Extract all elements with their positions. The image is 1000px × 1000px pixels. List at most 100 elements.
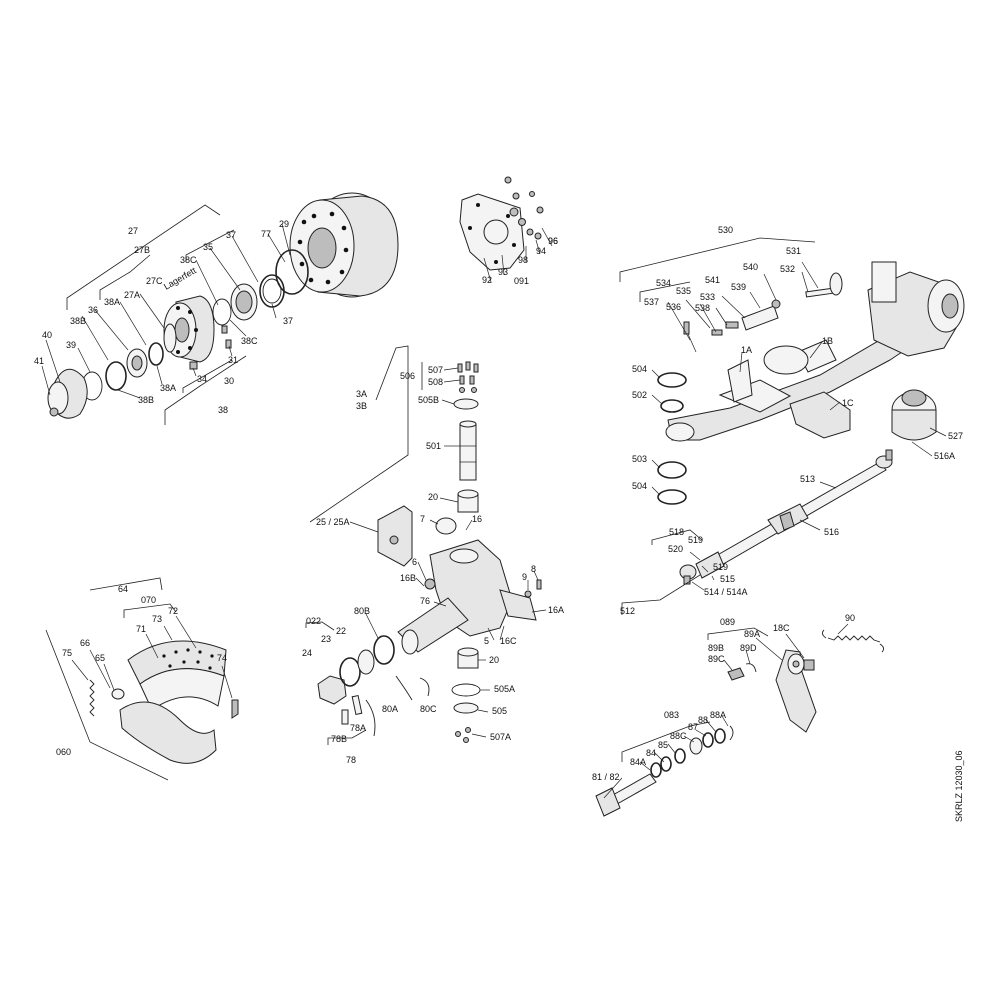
label-38B-lower: 38B	[138, 395, 154, 405]
label-518: 518	[669, 527, 684, 537]
label-089: 089	[720, 617, 735, 627]
label-36: 36	[88, 305, 98, 315]
roller-65	[111, 688, 125, 700]
label-80A: 80A	[382, 704, 398, 714]
label-78B: 78B	[331, 734, 347, 744]
label-536: 536	[666, 302, 681, 312]
label-3B: 3B	[356, 401, 367, 411]
label-505: 505	[492, 706, 507, 716]
label-38C: 38C	[180, 255, 197, 265]
label-71: 71	[136, 624, 146, 634]
label-27A: 27A	[124, 290, 140, 300]
label-41: 41	[34, 356, 44, 366]
slack-adjuster-group	[595, 623, 885, 817]
label-27B: 27B	[134, 245, 150, 255]
label-532: 532	[780, 264, 795, 274]
label-533: 533	[700, 292, 715, 302]
label-513: 513	[800, 474, 815, 484]
label-38A: 38A	[104, 297, 120, 307]
label-24: 24	[302, 648, 312, 658]
bushing-20-bottom	[457, 647, 479, 669]
label-1C: 1C	[842, 398, 854, 408]
label-84: 84	[646, 748, 656, 758]
label-88: 88	[698, 715, 708, 725]
label-507A: 507A	[490, 732, 511, 742]
label-505B: 505B	[418, 395, 439, 405]
tie-rod-group	[621, 449, 893, 615]
label-541: 541	[705, 275, 720, 285]
axle-end-eye	[665, 422, 695, 442]
label-81-82: 81 / 82	[592, 772, 620, 782]
axle-beam-group	[619, 237, 965, 505]
ring-37-inner	[262, 278, 282, 304]
label-25: 25 / 25A	[316, 517, 350, 527]
label-38C-lower: 38C	[241, 336, 258, 346]
label-85: 85	[658, 740, 668, 750]
seal-84	[660, 756, 672, 772]
tie-rod-end-left	[679, 564, 697, 585]
label-76: 76	[420, 596, 430, 606]
label-20-top: 20	[428, 492, 438, 502]
label-39: 39	[66, 340, 76, 350]
label-98: 98	[518, 255, 528, 265]
brake-chamber	[891, 389, 937, 441]
brake-shoe-group	[45, 577, 239, 781]
label-519: 519	[688, 535, 703, 545]
label-96: 96	[548, 236, 558, 246]
label-30: 30	[224, 376, 234, 386]
label-78A: 78A	[350, 723, 366, 733]
label-35: 35	[203, 242, 213, 252]
label-531: 531	[786, 246, 801, 256]
label-512: 512	[620, 606, 635, 616]
label-34: 34	[197, 374, 207, 384]
label-060: 060	[56, 747, 71, 757]
backplate-group	[459, 176, 553, 283]
label-7: 7	[420, 514, 425, 524]
label-88C: 88C	[670, 731, 687, 741]
label-88A: 88A	[710, 710, 726, 720]
ring-503	[657, 461, 687, 479]
callout-labels: 27 27B 29 77 37 35 38C 27C Lagerfett 36 …	[34, 219, 964, 822]
circlip-88A	[729, 725, 734, 741]
label-64: 64	[118, 584, 128, 594]
label-18C: 18C	[773, 623, 790, 633]
adjuster-parts	[683, 299, 781, 353]
sensor-78	[341, 694, 376, 737]
label-84A: 84A	[630, 757, 646, 767]
actuator-bar-531	[805, 272, 843, 298]
pin-8	[536, 579, 542, 590]
ring-88	[714, 728, 726, 744]
brake-shoe-lower	[119, 701, 217, 764]
label-022: 022	[306, 616, 321, 626]
label-89A: 89A	[744, 629, 760, 639]
ring-37-top	[259, 274, 285, 308]
label-1A: 1A	[741, 345, 752, 355]
hub-cap	[47, 368, 88, 419]
label-1B: 1B	[822, 336, 833, 346]
seal-38C	[212, 298, 232, 326]
clamp-515	[695, 551, 725, 579]
label-38B: 38B	[70, 316, 86, 326]
grease-nipple-9	[524, 590, 532, 598]
screw-31	[225, 339, 232, 349]
label-6: 6	[412, 557, 417, 567]
label-31: 31	[228, 355, 238, 365]
seal-ring-77	[275, 249, 309, 295]
slack-adjuster-arm	[775, 649, 817, 733]
label-40: 40	[42, 330, 52, 340]
label-89B: 89B	[708, 643, 724, 653]
label-74: 74	[217, 653, 227, 663]
axle-beam	[667, 329, 909, 441]
label-516A: 516A	[934, 451, 955, 461]
axle-end-brake	[867, 261, 965, 357]
clamp-516	[767, 503, 809, 535]
label-37: 37	[226, 230, 236, 240]
cover-505B	[453, 398, 479, 410]
nut-34	[189, 361, 198, 370]
clip-80C	[419, 677, 430, 697]
thrust-bearing-7	[435, 517, 457, 535]
label-22: 22	[336, 626, 346, 636]
cover-505	[453, 702, 479, 714]
return-spring-90	[821, 629, 885, 653]
